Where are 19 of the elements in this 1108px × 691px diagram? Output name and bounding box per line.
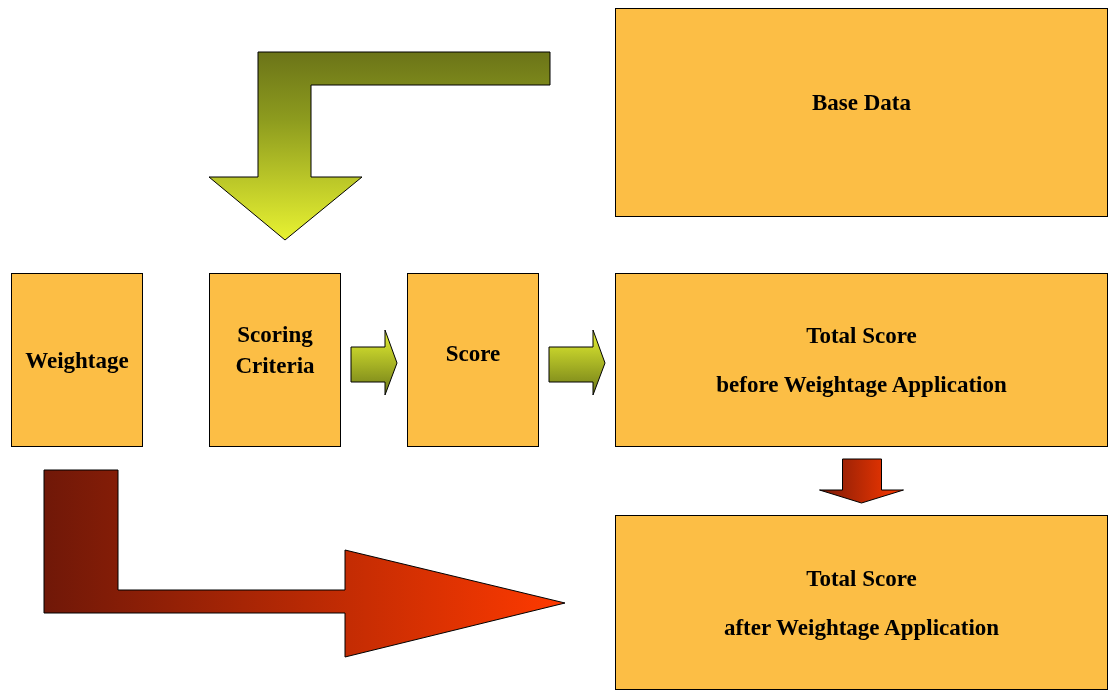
block-arrow: [819, 458, 904, 504]
process-box: [615, 8, 1108, 217]
process-box: [407, 273, 539, 447]
process-box: [615, 273, 1108, 447]
process-box: [615, 515, 1108, 690]
box-label: after Weightage Application: [723, 613, 1000, 642]
box-label: Scoring Criteria: [234, 321, 316, 380]
process-box: [209, 273, 341, 447]
box-label: Total Score: [806, 564, 917, 593]
box-label: Base Data: [812, 89, 911, 117]
box-label: Weightage: [25, 346, 129, 375]
block-arrow: [548, 329, 606, 396]
box-label: before Weightage Application: [716, 371, 1007, 399]
block-arrow: [208, 51, 551, 241]
block-arrow: [350, 329, 398, 396]
process-box: [11, 273, 143, 447]
block-arrow: [43, 469, 566, 658]
box-label: Score: [445, 339, 501, 368]
box-label: Total Score: [806, 322, 917, 350]
